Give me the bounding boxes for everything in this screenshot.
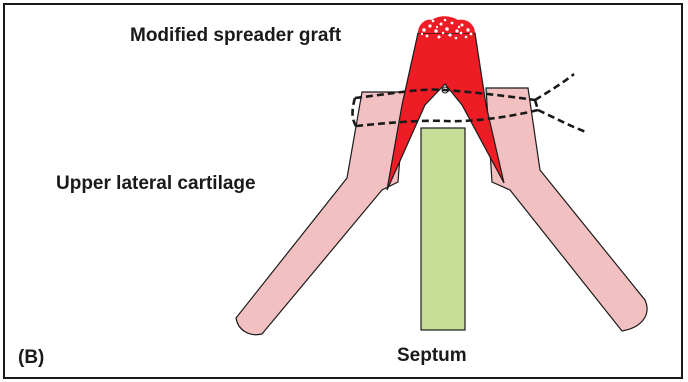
label-septum: Septum (397, 346, 467, 365)
right-upper-lateral-cartilage (486, 88, 647, 331)
label-modified-spreader-graft: Modified spreader graft (130, 26, 341, 45)
septum-shape (421, 128, 465, 330)
left-upper-lateral-cartilage (236, 92, 405, 335)
label-upper-lateral-cartilage: Upper lateral cartilage (56, 174, 256, 193)
panel-label: (B) (18, 348, 44, 367)
